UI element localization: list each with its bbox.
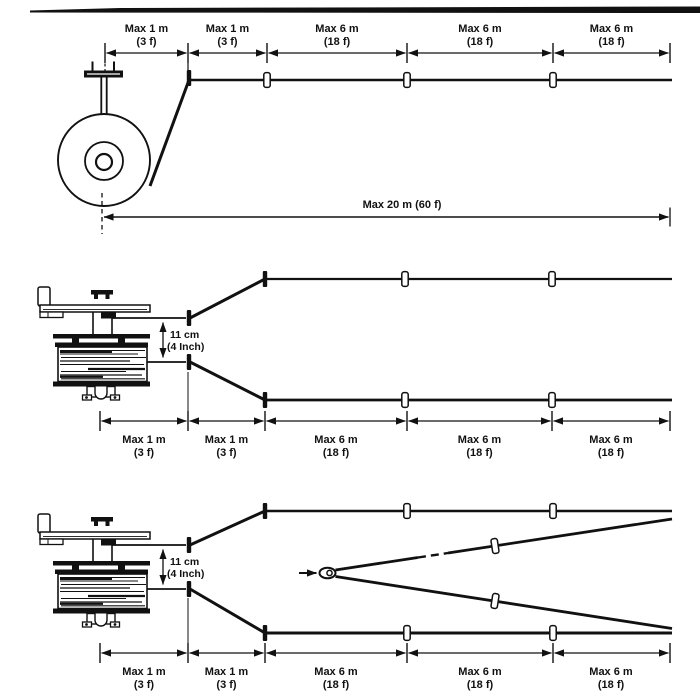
segment-labels: Max 1 m (3 f) Max 1 m (3 f) Max 6 m (18 … bbox=[125, 23, 634, 48]
upper-cable bbox=[189, 270, 672, 320]
segment-dimension-line bbox=[104, 43, 671, 71]
cable-joint bbox=[262, 271, 268, 287]
total-length-dimension: Max 20 m (60 f) bbox=[101, 193, 671, 234]
cable-joint bbox=[262, 392, 268, 408]
segment-labels: Max 1 m (3 f) Max 1 m (3 f) Max 6 m (18 … bbox=[122, 434, 633, 459]
segment-sublabel: (18 f) bbox=[598, 36, 625, 48]
cable-connector bbox=[401, 270, 409, 288]
segment-sublabel: (18 f) bbox=[467, 36, 494, 48]
segment-sublabel: (18 f) bbox=[598, 447, 625, 459]
diagram-winch-bridle: 11 cm (4 Inch) bbox=[38, 502, 673, 691]
upper-cable bbox=[189, 502, 672, 547]
cable-connector bbox=[549, 624, 557, 642]
segment-sublabel: (3 f) bbox=[217, 36, 238, 48]
cable-connector bbox=[548, 270, 556, 288]
segment-label: Max 6 m bbox=[458, 23, 502, 35]
segment-label: Max 1 m bbox=[125, 23, 169, 35]
cable-connector bbox=[263, 71, 271, 89]
offset-sub-label: (4 Inch) bbox=[167, 341, 204, 353]
segment-label: Max 6 m bbox=[590, 23, 634, 35]
offset-sub-label: (4 Inch) bbox=[167, 568, 204, 580]
cable-offset-dimension: 11 cm (4 Inch) bbox=[159, 322, 204, 358]
segment-label: Max 6 m bbox=[315, 23, 359, 35]
tow-cable-diagonal bbox=[148, 79, 191, 187]
bridle-upper-leg bbox=[335, 517, 673, 572]
segment-sublabel: (18 f) bbox=[323, 447, 350, 459]
cable-connector bbox=[403, 502, 411, 520]
cable-connector bbox=[403, 71, 411, 89]
cable-connector bbox=[401, 391, 409, 409]
cable-joint bbox=[262, 625, 268, 641]
sheave-wheel bbox=[57, 61, 151, 207]
towed-bridle bbox=[299, 517, 673, 630]
segment-label: Max 1 m bbox=[122, 434, 166, 446]
segment-sublabel: (18 f) bbox=[466, 447, 493, 459]
lower-cable bbox=[189, 587, 672, 642]
cable-connector bbox=[403, 624, 411, 642]
segment-label: Max 1 m bbox=[206, 23, 250, 35]
segment-label: Max 1 m bbox=[205, 666, 249, 678]
cable-connector bbox=[489, 592, 501, 610]
total-length-label: Max 20 m (60 f) bbox=[363, 199, 442, 211]
segment-dimension-line bbox=[99, 598, 671, 663]
offset-value-label: 11 cm bbox=[170, 556, 199, 568]
segment-sublabel: (18 f) bbox=[467, 679, 494, 691]
cable-joint bbox=[262, 503, 268, 519]
segment-label: Max 6 m bbox=[458, 666, 502, 678]
lower-cable bbox=[189, 360, 672, 409]
page-top-rule bbox=[30, 6, 700, 13]
segment-label: Max 6 m bbox=[589, 666, 633, 678]
diagram-winch-parallel-cables: 11 cm (4 Inch) bbox=[38, 270, 672, 459]
cable-joint bbox=[186, 70, 192, 86]
segment-label: Max 1 m bbox=[122, 666, 166, 678]
segment-sublabel: (18 f) bbox=[324, 36, 351, 48]
segment-sublabel: (3 f) bbox=[134, 447, 155, 459]
segment-sublabel: (3 f) bbox=[134, 679, 155, 691]
segment-label: Max 6 m bbox=[314, 434, 358, 446]
tow-eye bbox=[318, 566, 337, 580]
segment-sublabel: (18 f) bbox=[598, 679, 625, 691]
cable-connector bbox=[489, 537, 501, 555]
offset-value-label: 11 cm bbox=[170, 329, 199, 341]
bridle-lower-leg bbox=[335, 575, 673, 630]
cable-connector bbox=[548, 391, 556, 409]
cable-connector bbox=[549, 502, 557, 520]
segment-sublabel: (3 f) bbox=[216, 447, 237, 459]
segment-label: Max 6 m bbox=[458, 434, 502, 446]
segment-label: Max 6 m bbox=[314, 666, 358, 678]
segment-dimension-line bbox=[99, 372, 671, 431]
segment-sublabel: (3 f) bbox=[136, 36, 157, 48]
segment-sublabel: (3 f) bbox=[216, 679, 237, 691]
cable-connector bbox=[549, 71, 557, 89]
segment-label: Max 6 m bbox=[589, 434, 633, 446]
segment-sublabel: (18 f) bbox=[323, 679, 350, 691]
diagram-single-cable: Max 1 m (3 f) Max 1 m (3 f) Max 6 m (18 … bbox=[57, 23, 672, 234]
segment-label: Max 1 m bbox=[205, 434, 249, 446]
segment-labels: Max 1 m (3 f) Max 1 m (3 f) Max 6 m (18 … bbox=[122, 666, 633, 691]
cable-offset-dimension: 11 cm (4 Inch) bbox=[159, 549, 204, 585]
